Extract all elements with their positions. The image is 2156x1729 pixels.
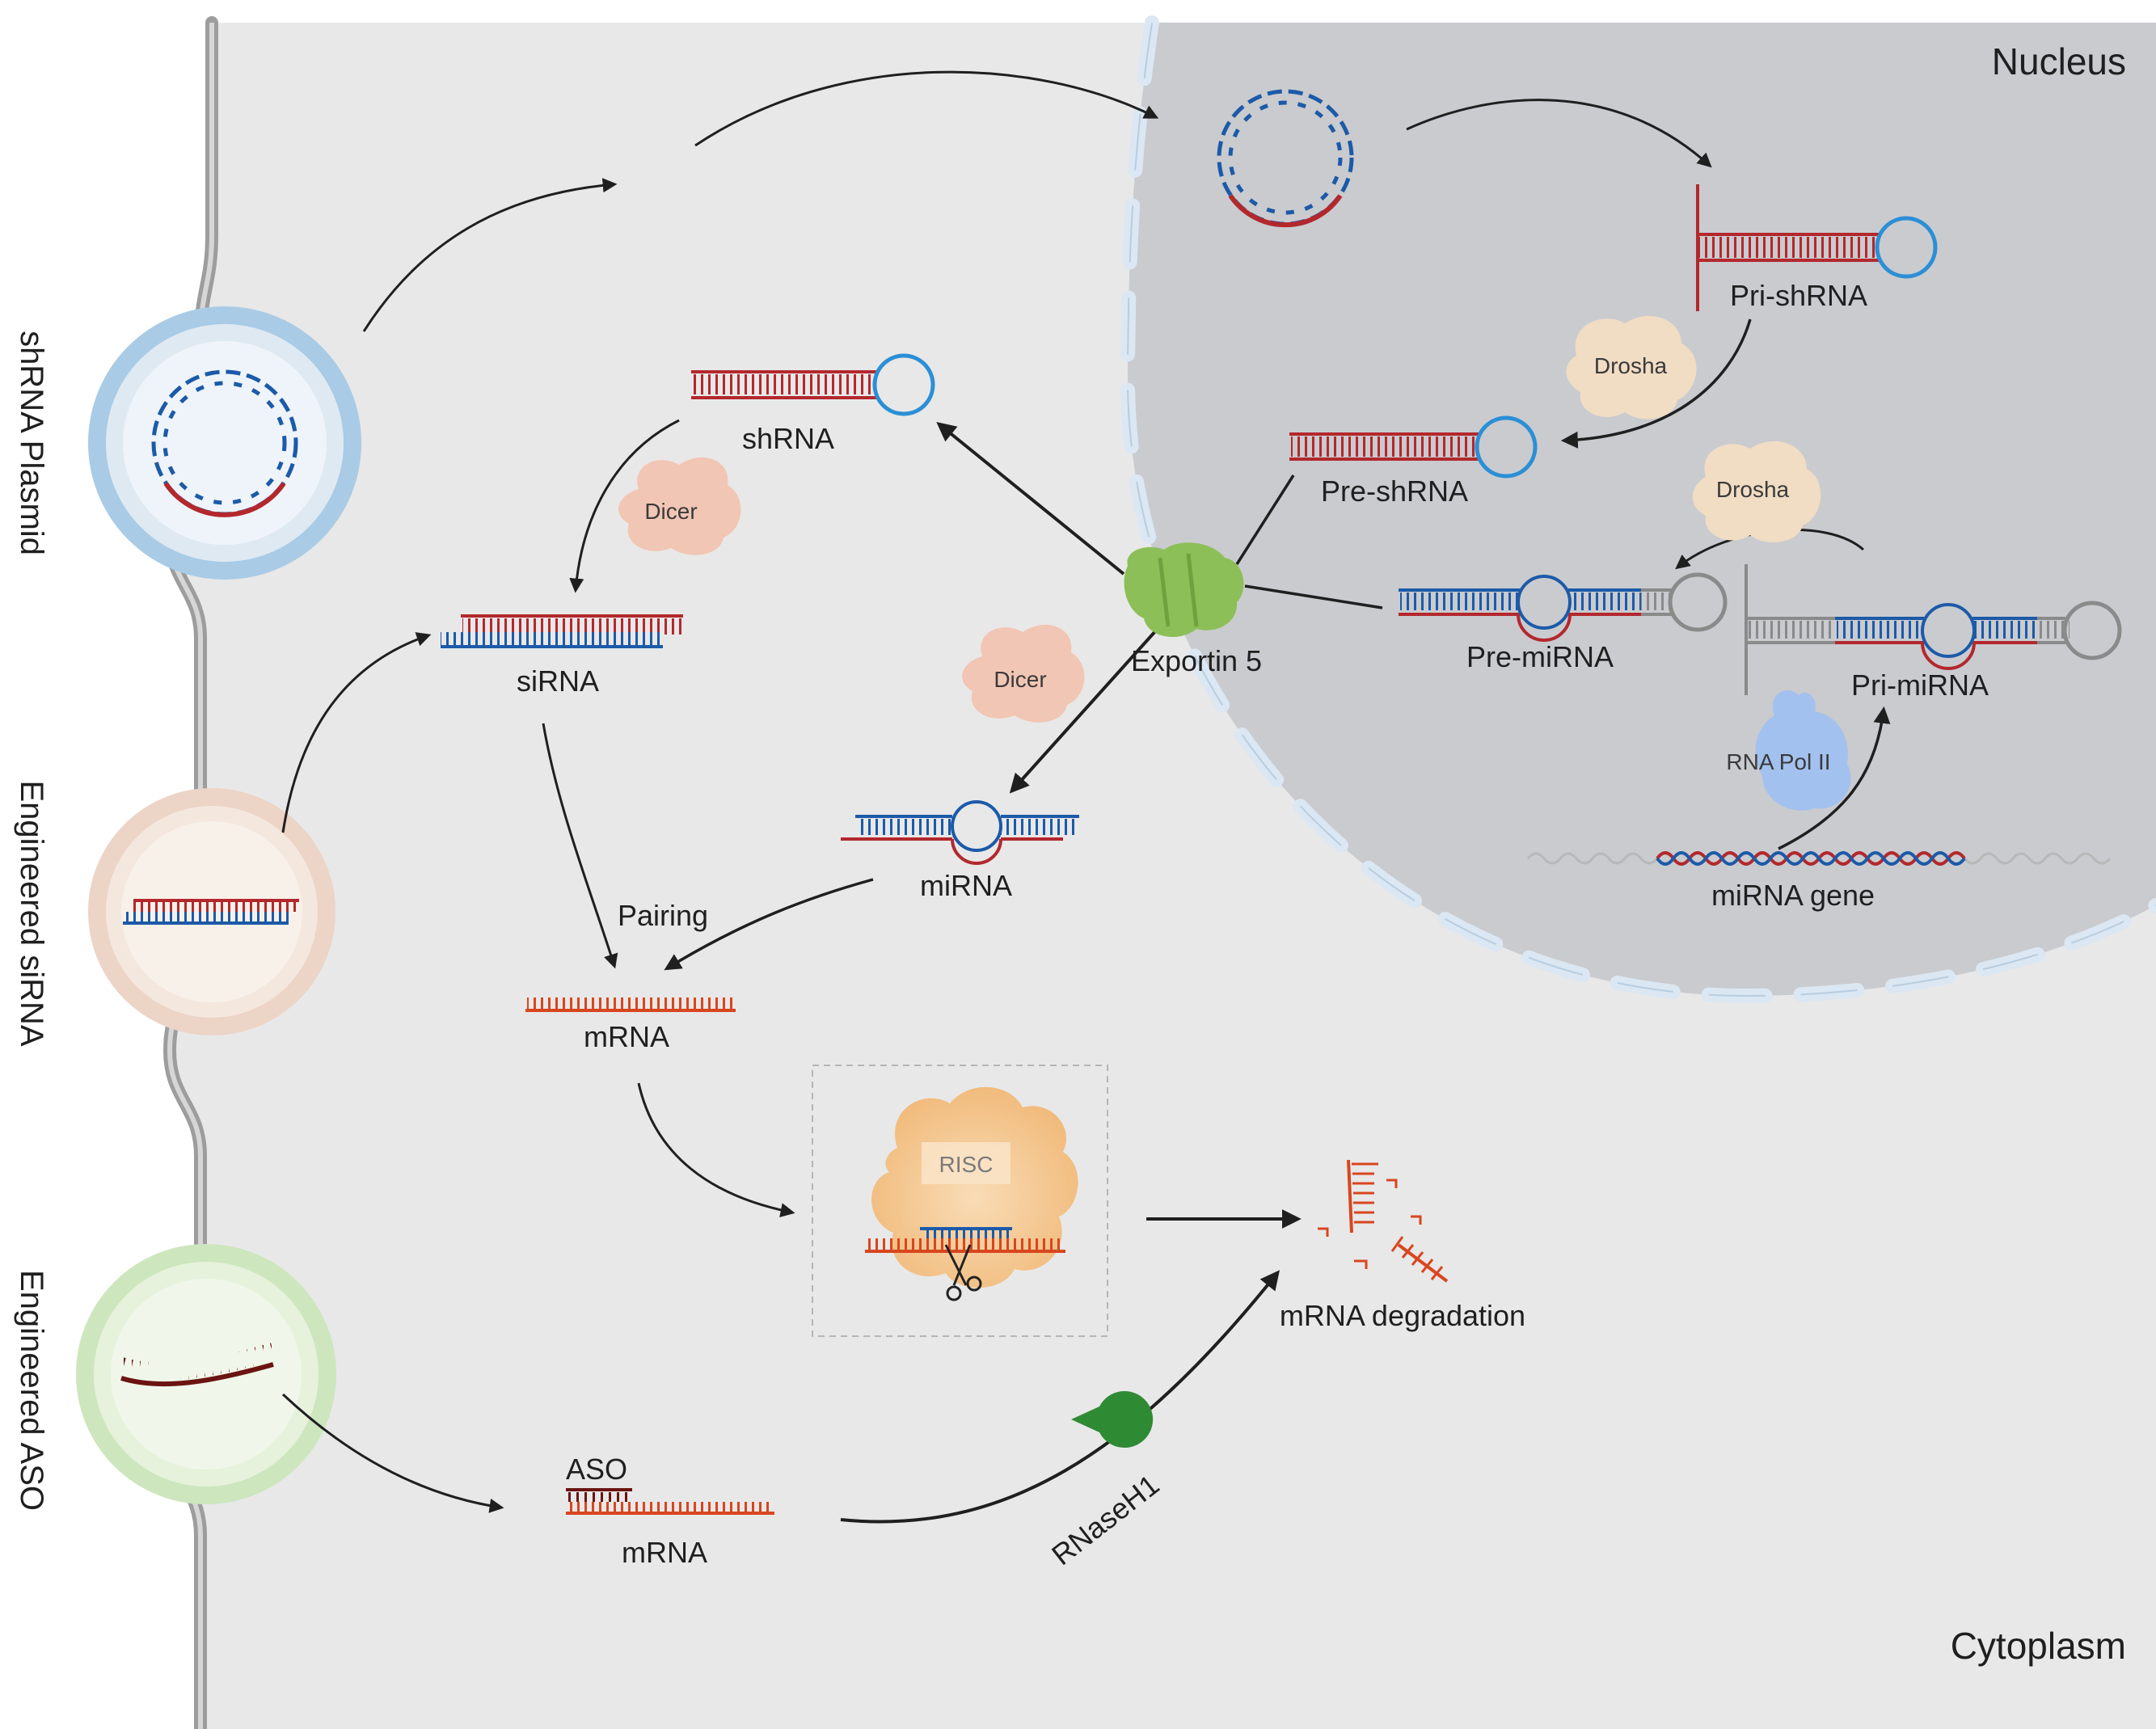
pathway-arrows <box>281 70 1891 1524</box>
line-premirna-exportin <box>1244 584 1383 609</box>
arrow-plasmid-entry <box>362 178 618 332</box>
arrow-sirna-to-mrna <box>542 723 618 969</box>
dicer-2-label: Dicer <box>994 667 1046 692</box>
arrow-shrna-to-sirna <box>569 419 680 593</box>
engineered-aso-label: Engineered ASO <box>14 1270 49 1511</box>
arrow-plasmid-to-prishrna <box>1406 99 1712 168</box>
arrow-aso-vesicle-to-mrna <box>281 1393 504 1513</box>
pri-shrna-label: Pri-shRNA <box>1730 279 1867 312</box>
sirna-label: siRNA <box>517 664 599 698</box>
pri-mirna-label: Pri-miRNA <box>1851 668 1989 702</box>
mirna-gene-dna <box>1526 851 2112 866</box>
drosha-1-label: Drosha <box>1594 353 1668 378</box>
arrow-vesicle-to-sirna <box>281 632 432 833</box>
shrna-label: shRNA <box>742 422 834 455</box>
sirna-duplex-icon <box>123 899 299 925</box>
sirna-structure <box>441 614 683 648</box>
pre-shrna-label: Pre-shRNA <box>1321 474 1468 508</box>
dicer-1-icon <box>618 457 741 555</box>
mirna-label: miRNA <box>920 869 1012 902</box>
scissors-icon <box>944 1244 982 1301</box>
arrow-exportin-to-mirna <box>1009 629 1158 794</box>
mrna-aso-label: mRNA <box>622 1536 707 1569</box>
nuclear-envelope-outline <box>1126 22 2156 997</box>
exportin-5-label: Exportin 5 <box>1131 644 1262 677</box>
nuclear-plasmid <box>1217 89 1354 228</box>
dicer-1-label: Dicer <box>644 499 697 524</box>
cytoplasm-label: Cytoplasm <box>1951 1625 2126 1667</box>
rna-pol-ii-label: RNA Pol II <box>1726 749 1830 774</box>
engineered-sirna-vesicle <box>88 788 335 1035</box>
pri-mirna-structure <box>1745 564 2122 695</box>
arrow-plasmid-to-nucleus <box>694 70 1159 147</box>
mrna-degradation-fragments <box>1318 1159 1449 1283</box>
nucleus-label: Nucleus <box>1992 40 2126 82</box>
risc-complex: RISC <box>812 1065 1108 1337</box>
drosha-2-icon <box>1692 441 1821 543</box>
arrow-drosha-to-preshrna <box>1560 318 1752 449</box>
rnaseh1-icon <box>1071 1391 1154 1448</box>
shrna-structure <box>691 353 935 416</box>
drosha-2-label: Drosha <box>1716 477 1790 502</box>
risc-label: RISC <box>939 1152 994 1177</box>
engineered-sirna-label: Engineered siRNA <box>14 780 49 1046</box>
shrna-plasmid-vesicle <box>88 306 361 580</box>
pre-mirna-structure <box>1399 572 1728 642</box>
arrow-exportin-to-shrna <box>936 421 1125 576</box>
mrna-degradation-label: mRNA degradation <box>1280 1299 1525 1332</box>
arrow-gene-to-primirna <box>1778 706 1891 850</box>
exportin-5-icon <box>1124 542 1244 637</box>
nucleus-area <box>1128 23 2156 996</box>
dicer-2-icon <box>962 624 1085 723</box>
pairing-label: Pairing <box>618 899 708 932</box>
arrow-mrna-to-risc <box>637 1082 795 1217</box>
engineered-aso-vesicle <box>76 1244 336 1504</box>
risc-icon <box>871 1086 1078 1288</box>
aso-mrna-duplex <box>566 1488 774 1515</box>
drosha-1-icon <box>1566 315 1697 420</box>
aso-label: ASO <box>566 1453 627 1486</box>
arrow-mirna-to-mrna <box>664 878 874 971</box>
mrna-pairing-label: mRNA <box>584 1020 669 1053</box>
pre-shrna-structure <box>1289 415 1538 479</box>
mrna-pairing-strand <box>525 997 736 1012</box>
mirna-structure <box>841 800 1079 865</box>
aso-strand-icon <box>120 1362 274 1387</box>
arrow-mrna-to-degradation <box>840 1270 1280 1524</box>
line-preshrna-exportin <box>1235 474 1295 565</box>
pre-mirna-label: Pre-miRNA <box>1466 640 1614 673</box>
plasmid-dna-icon <box>151 369 298 517</box>
shrna-plasmid-label: shRNA Plasmid <box>14 331 49 555</box>
rna-pol-ii-icon <box>1755 690 1851 811</box>
mirna-gene-label: miRNA gene <box>1711 879 1875 912</box>
pri-shrna-structure <box>1696 184 1938 311</box>
